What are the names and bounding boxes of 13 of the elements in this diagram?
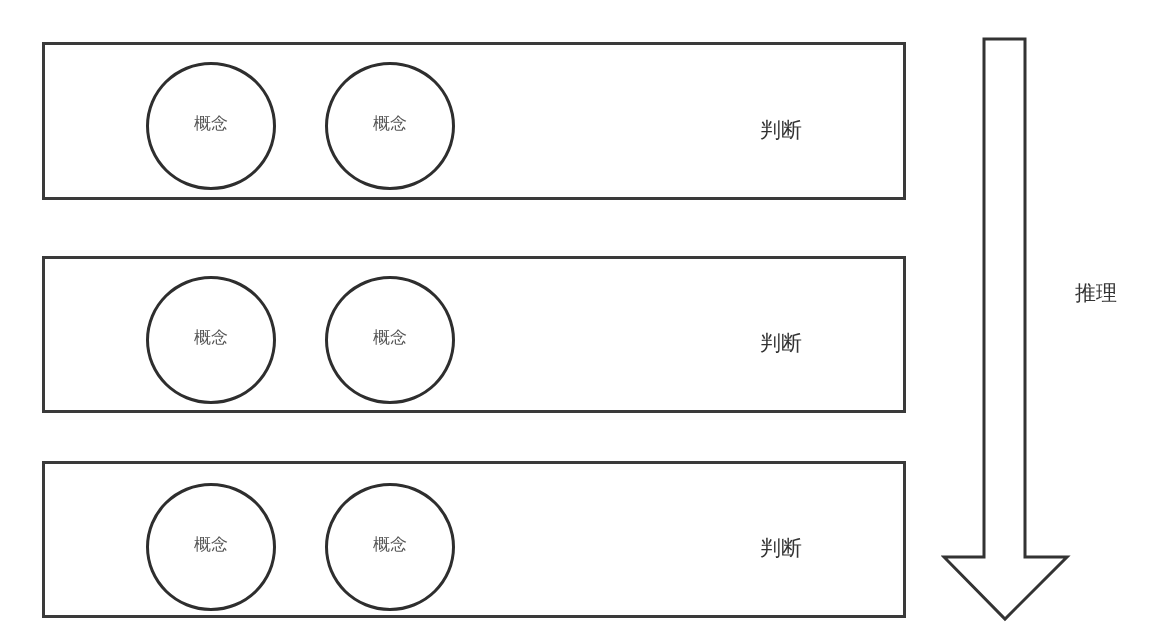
box-label: 判断 bbox=[760, 333, 802, 354]
circle-label: 概念 bbox=[373, 114, 407, 132]
circle-label: 概念 bbox=[194, 114, 228, 132]
box-label: 判断 bbox=[760, 538, 802, 559]
group-box bbox=[42, 461, 906, 618]
group-box bbox=[42, 256, 906, 413]
circle-label: 概念 bbox=[194, 328, 228, 346]
arrow-label: 推理 bbox=[1075, 282, 1117, 304]
circle-label: 概念 bbox=[373, 535, 407, 553]
group-box bbox=[42, 42, 906, 200]
box-label: 判断 bbox=[760, 119, 802, 141]
circle-label: 概念 bbox=[194, 535, 228, 553]
circle-label: 概念 bbox=[373, 328, 407, 346]
